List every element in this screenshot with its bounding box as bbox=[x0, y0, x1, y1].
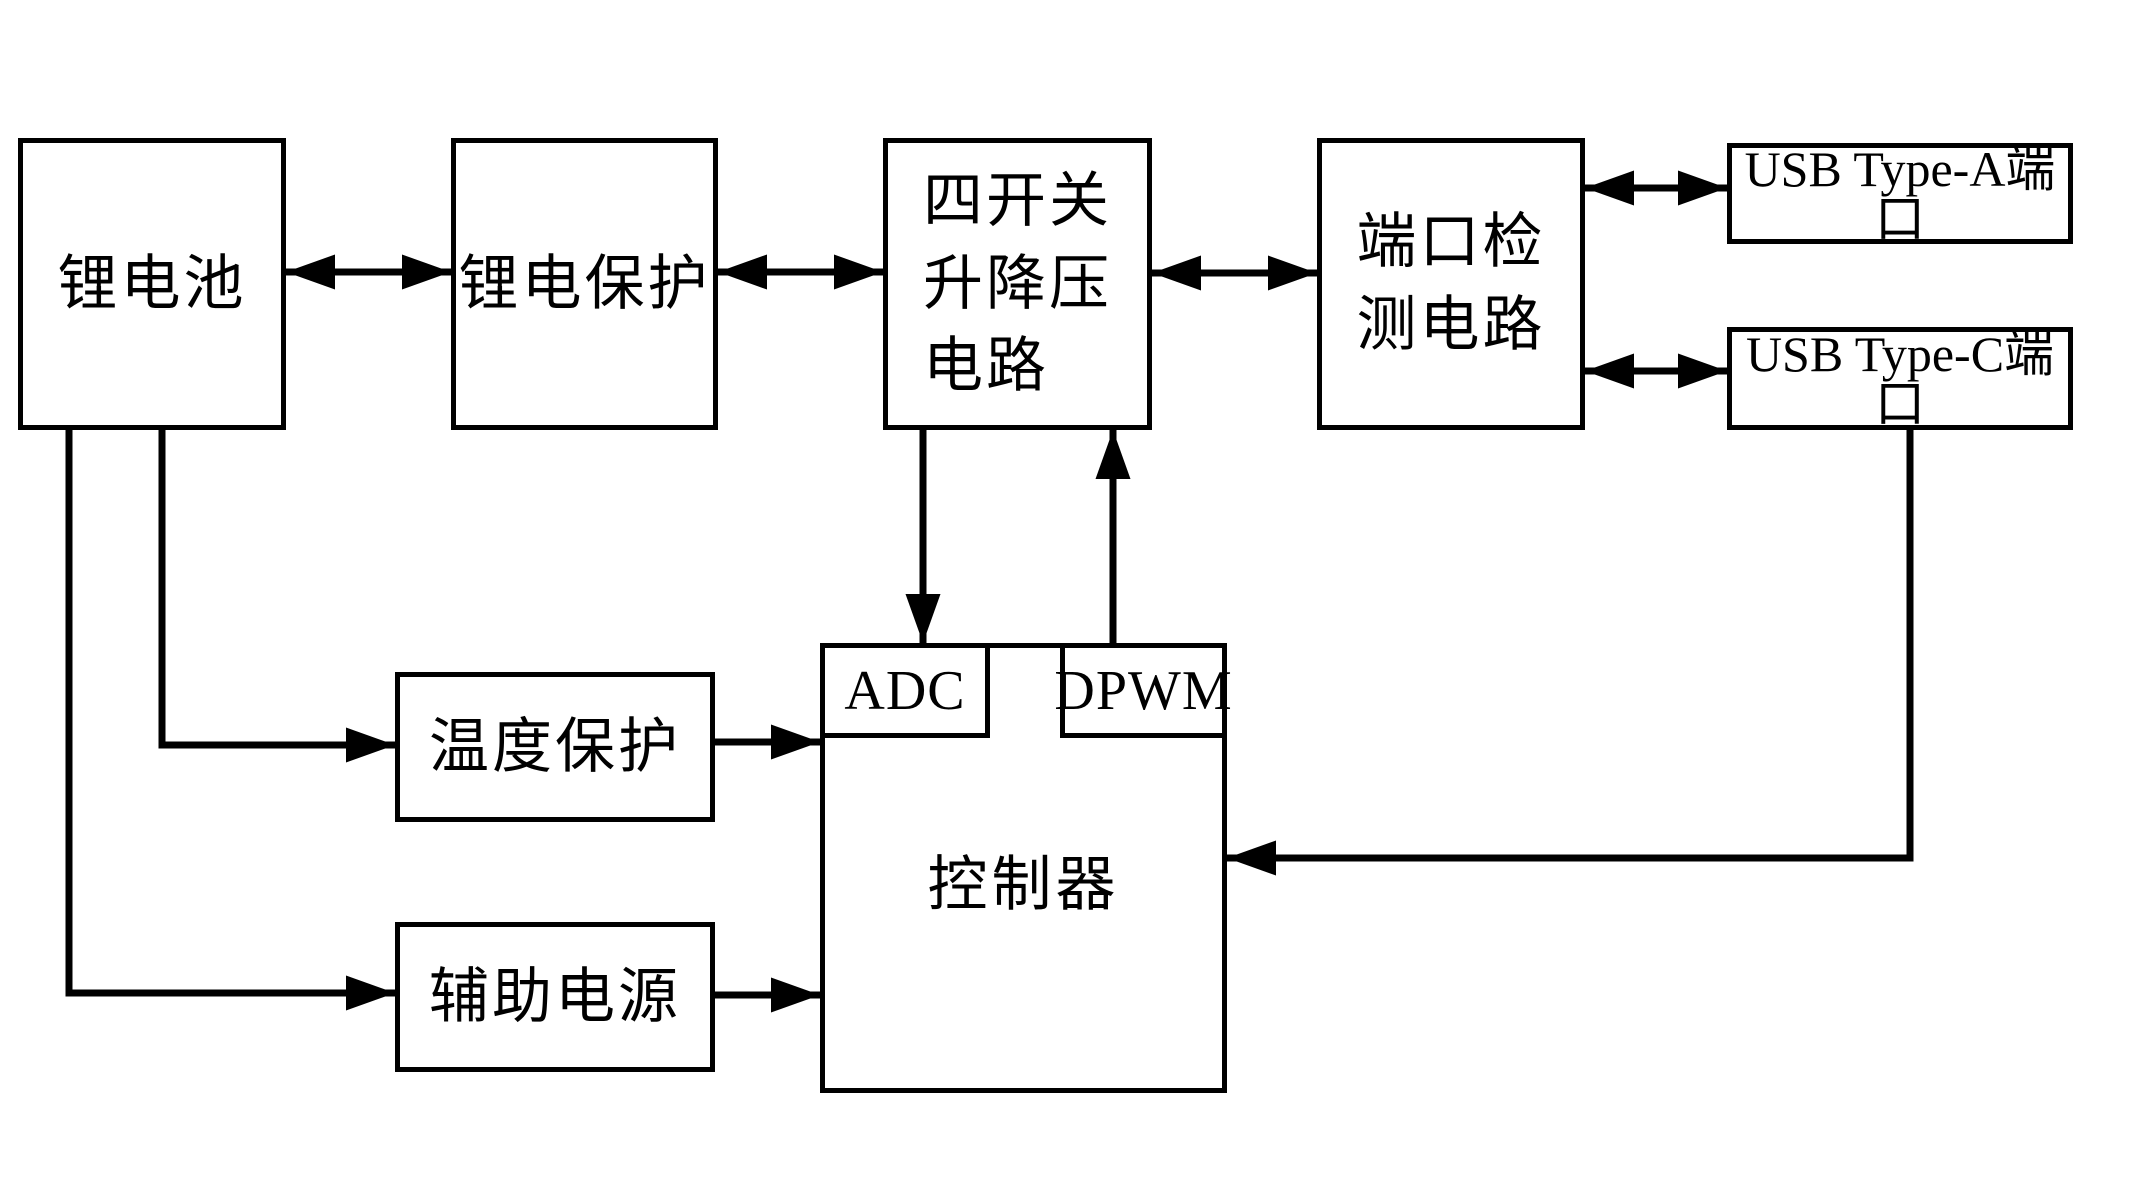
block-battery-label: 锂电池 bbox=[57, 250, 247, 317]
block-temperature-protection: 温度保护 bbox=[395, 672, 715, 822]
connector-battery-to-aux-power bbox=[65, 430, 395, 1011]
block-dpwm-label: DPWM bbox=[1054, 659, 1233, 722]
block-temperature-protection-label: 温度保护 bbox=[429, 713, 681, 780]
block-controller-label: 控制器 bbox=[927, 852, 1120, 918]
block-battery-protection: 锂电保护 bbox=[451, 138, 718, 430]
block-dpwm: DPWM bbox=[1054, 643, 1232, 738]
block-buck-boost-label: 四开关 升降压 电路 bbox=[923, 167, 1112, 400]
block-port-detection-label: 端口检 测电路 bbox=[1356, 209, 1546, 358]
connector-battery-to-temperature-protection bbox=[158, 430, 395, 763]
block-buck-boost: 四开关 升降压 电路 bbox=[883, 138, 1152, 430]
block-battery-protection-label: 锂电保护 bbox=[458, 250, 711, 317]
block-port-detection: 端口检 测电路 bbox=[1317, 138, 1585, 430]
block-adc: ADC bbox=[820, 643, 990, 738]
block-adc-label: ADC bbox=[844, 659, 966, 722]
block-usb-type-c-port: USB Type-C端口 bbox=[1727, 327, 2073, 430]
block-usb-type-a-port-label: USB Type-A端口 bbox=[1744, 140, 2056, 247]
block-aux-power-label: 辅助电源 bbox=[429, 963, 681, 1030]
block-aux-power: 辅助电源 bbox=[395, 922, 715, 1072]
block-usb-type-a-port: USB Type-A端口 bbox=[1727, 143, 2073, 244]
connector-usb-c-to-controller bbox=[1227, 430, 1914, 876]
block-usb-type-c-port-label: USB Type-C端口 bbox=[1745, 325, 2055, 432]
block-battery: 锂电池 bbox=[18, 138, 286, 430]
